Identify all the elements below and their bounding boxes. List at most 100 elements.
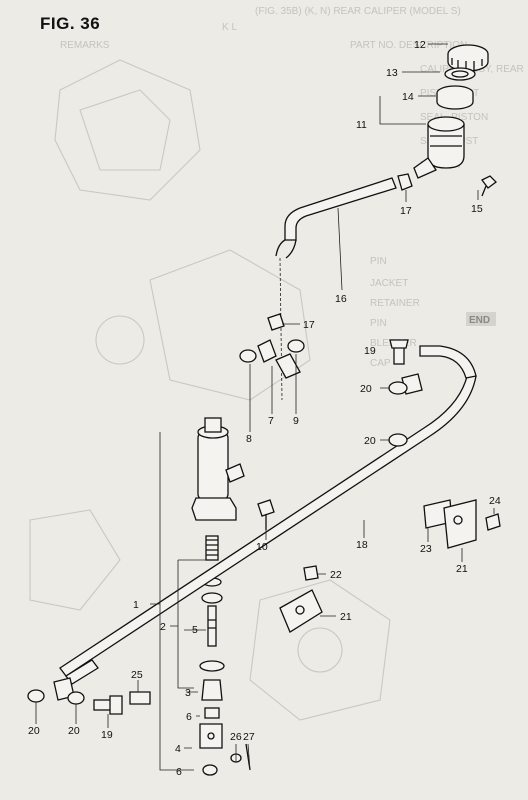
clevis-hole — [207, 732, 215, 740]
hose-end-upper — [419, 345, 477, 379]
bracket-21-center — [279, 589, 323, 633]
callout-21b: 21 — [340, 611, 352, 623]
circlip-3 — [199, 660, 225, 672]
leaders-15-17-16 — [337, 190, 479, 291]
callout-16: 16 — [335, 293, 347, 305]
callout-10: 10 — [256, 541, 268, 553]
reservoir-screw-shank — [481, 185, 487, 197]
callout-20c: 20 — [28, 725, 40, 737]
figure-title: FIG. 36 — [40, 14, 101, 33]
locknut-6a — [204, 707, 220, 719]
callout-19a: 19 — [364, 345, 376, 357]
ghost-row-7: JACKET — [370, 278, 408, 289]
reservoir-hose-body — [284, 177, 397, 241]
hose-centerline — [279, 257, 283, 401]
callout-4: 4 — [175, 743, 181, 755]
leaders-bottom — [35, 680, 251, 771]
washer-20a — [388, 381, 408, 395]
callout-24: 24 — [489, 495, 501, 507]
ghost-caliper-4 — [29, 509, 121, 611]
callout-17a: 17 — [400, 205, 412, 217]
brake-hose — [53, 345, 477, 701]
callout-11: 11 — [356, 119, 367, 131]
ghost-circle-1 — [95, 315, 145, 365]
reservoir-plate-hole — [451, 70, 469, 78]
bolt-10-head — [257, 499, 275, 517]
callout-5: 5 — [192, 624, 198, 636]
callout-17b: 17 — [303, 319, 315, 331]
callout-25: 25 — [131, 669, 143, 681]
oring-8 — [239, 349, 257, 363]
callouts: 1 2 3 4 5 6 6 7 8 9 10 11 12 13 14 15 16… — [28, 39, 501, 778]
reservoir-bands — [430, 135, 462, 147]
ghost-circle-2 — [297, 627, 343, 673]
callout-22: 22 — [330, 569, 342, 581]
leaders-18-23-21-24 — [363, 508, 495, 562]
ghost-row-11: CAP — [370, 358, 391, 369]
hose-clamp-upper — [397, 173, 413, 191]
leaders-5-3 — [184, 629, 206, 693]
callout-27: 27 — [243, 731, 255, 743]
push-rod — [207, 605, 217, 647]
callout-13: 13 — [386, 67, 398, 79]
master-cylinder-inlet — [204, 417, 222, 433]
callout-1: 1 — [133, 599, 139, 611]
callout-6a: 6 — [186, 711, 192, 723]
piston-spring — [205, 535, 219, 561]
spring-coils — [206, 539, 218, 556]
brackets — [279, 499, 477, 633]
ghost-caliper-inner — [79, 89, 171, 171]
reservoir-plate — [444, 67, 476, 81]
ghost-row-9: PIN — [370, 318, 387, 329]
reservoir-rim — [427, 116, 465, 132]
ghost-end-box — [466, 312, 496, 326]
reservoir-hose — [275, 177, 397, 401]
callout-2: 2 — [160, 621, 166, 633]
washer-20b — [388, 433, 408, 447]
reservoir-hose-end — [275, 239, 297, 259]
leaders-4-6 — [184, 715, 200, 749]
leaders-7-8-9 — [249, 354, 297, 432]
clevis-4 — [199, 723, 223, 749]
union-fitting — [275, 353, 301, 379]
fitting-7 — [257, 339, 277, 363]
ghost-end-mark: END — [469, 315, 490, 326]
master-cylinder-body — [197, 431, 229, 501]
callout-26: 26 — [230, 731, 242, 743]
push-rod-thread — [208, 619, 216, 629]
ghost-part-desc: PART NO. DESCRIPTION — [350, 40, 467, 51]
callout-14: 14 — [402, 91, 414, 103]
oring-9 — [287, 339, 305, 353]
callout-3: 3 — [185, 687, 191, 699]
union-bolt-19-lower — [93, 699, 113, 711]
callout-18: 18 — [356, 539, 368, 551]
leader-lines — [35, 43, 495, 771]
callout-12: 12 — [414, 39, 426, 51]
ghost-caliper-3 — [249, 579, 391, 721]
callout-23: 23 — [420, 543, 432, 555]
piston-washer — [201, 592, 223, 604]
callout-21a: 21 — [456, 563, 468, 575]
nut-6b — [202, 764, 218, 776]
bracket-21-right-hole — [453, 515, 463, 525]
hose-clamp-lower — [267, 313, 285, 331]
leader-2 — [170, 559, 206, 689]
union-bolt-19-lower-head — [109, 695, 123, 715]
lower-clamp-group — [239, 313, 305, 379]
callout-7: 7 — [268, 415, 274, 427]
ghost-header-ref: (FIG. 35B) (K, N) REAR CALIPER (MODEL S) — [255, 6, 461, 17]
ghost-caliper-outline — [54, 59, 201, 201]
fasteners — [27, 339, 501, 715]
callout-20a: 20 — [360, 383, 372, 395]
leader-1 — [150, 432, 194, 771]
ghost-row-8: RETAINER — [370, 298, 420, 309]
ghost-caliper-2 — [149, 249, 311, 401]
callout-6b: 6 — [176, 766, 182, 778]
leaders-reservoir — [379, 43, 448, 125]
reservoir-outlet — [413, 157, 437, 179]
reservoir-diaphragm-body — [436, 93, 474, 110]
reservoir-assembly — [397, 44, 497, 197]
ghost-remarks: REMARKS — [60, 40, 110, 51]
